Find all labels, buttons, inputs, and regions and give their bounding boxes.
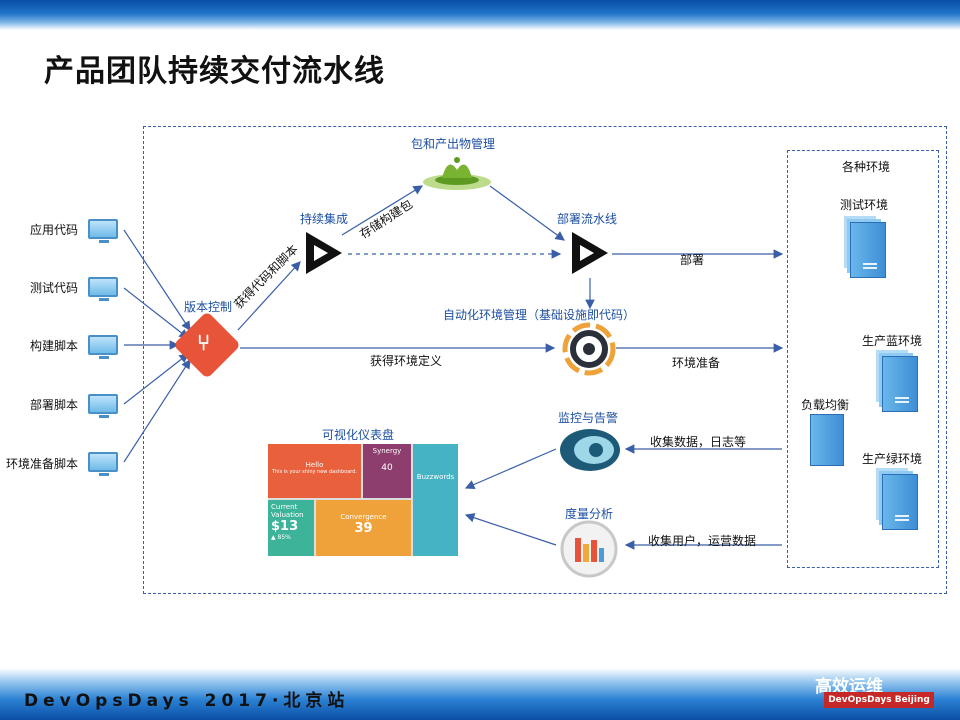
environments-frame <box>787 150 939 568</box>
server-stack-icon <box>882 356 918 412</box>
bottom-banner <box>0 668 960 720</box>
input-label-env-script: 环境准备脚本 <box>6 457 79 471</box>
monitor-icon <box>88 219 118 243</box>
dash-tile-title: Convergence <box>340 513 387 521</box>
monitoring-label: 监控与告警 <box>558 411 619 425</box>
server-stack-icon <box>850 222 886 278</box>
dash-tile-synergy: Synergy 40 <box>363 444 411 498</box>
monitor-icon <box>88 452 118 476</box>
pipeline-frame <box>143 126 947 594</box>
edge-label-deploy: 部署 <box>680 253 705 267</box>
dash-tile-change: ▲ 85% <box>271 534 291 541</box>
dash-tile-title: Current Valuation <box>271 503 304 519</box>
dash-tile-value: 39 <box>354 521 373 536</box>
deploy-pipeline-label: 部署流水线 <box>557 212 618 226</box>
edge-label-env-prep: 环境准备 <box>672 356 721 370</box>
env-lb-label: 负载均衡 <box>801 398 850 412</box>
edge-label-get-env-def: 获得环境定义 <box>370 354 443 368</box>
env-green-label: 生产绿环境 <box>862 452 923 466</box>
bar-chart-icon <box>560 520 618 578</box>
arrow-to-ci <box>237 261 301 331</box>
input-label-test-code: 测试代码 <box>30 281 79 295</box>
arrow-env-script <box>123 358 191 463</box>
load-balancer-icon <box>810 414 844 466</box>
arrow-monitor-to-dash <box>464 448 557 490</box>
dash-tile-value: 40 <box>381 463 393 473</box>
monitor-icon <box>88 277 118 301</box>
arrow-artifacts-to-deploy <box>489 185 565 241</box>
deploy-play-icon <box>572 232 608 274</box>
input-label-build-script: 构建脚本 <box>30 339 79 353</box>
env-mgmt-icon <box>562 322 616 376</box>
dash-tile-title: Hello <box>305 461 324 469</box>
splash-icon <box>423 157 491 190</box>
edge-label-collect-logs: 收集数据，日志等 <box>650 435 747 449</box>
arrow-app-code <box>123 229 191 332</box>
ci-play-icon <box>306 232 342 274</box>
dash-tile-valuation: Current Valuation $13 ▲ 85% <box>268 500 314 556</box>
event-badge: DevOpsDays Beijing <box>824 692 934 708</box>
metrics-label: 度量分析 <box>565 507 614 521</box>
arrow-to-artifacts <box>341 185 424 236</box>
env-test-label: 测试环境 <box>840 198 889 212</box>
dash-tile-title: Synergy <box>372 447 402 455</box>
arrow-deploy-script <box>123 353 189 405</box>
version-control-label: 版本控制 <box>184 300 233 314</box>
env-header: 各种环境 <box>842 160 891 174</box>
dash-tile-subtitle: This is your shiny new dashboard. <box>271 469 358 475</box>
arrow-metrics-to-dash <box>464 513 557 546</box>
monitor-icon <box>88 394 118 418</box>
artifact-label: 包和产出物管理 <box>411 137 496 151</box>
page-title: 产品团队持续交付流水线 <box>44 54 385 89</box>
input-label-deploy-script: 部署脚本 <box>30 398 79 412</box>
dash-tile-buzzwords: Buzzwords <box>413 444 458 556</box>
dash-tile-title: Buzzwords <box>416 473 455 481</box>
eye-icon <box>560 429 620 471</box>
env-blue-label: 生产蓝环境 <box>862 334 923 348</box>
edge-label-collect-ops: 收集用户，运营数据 <box>648 534 757 548</box>
arrow-test-code <box>123 287 189 339</box>
dash-tile-value: $13 <box>271 519 299 534</box>
dash-tile-convergence: Convergence 39 <box>316 500 411 556</box>
monitor-icon <box>88 335 118 359</box>
top-banner <box>0 0 960 30</box>
git-branch-icon: ⑂ <box>197 331 211 356</box>
server-stack-icon <box>882 474 918 530</box>
ci-label: 持续集成 <box>300 212 349 226</box>
dashboard-thumbnail: Hello This is your shiny new dashboard. … <box>268 444 458 556</box>
footer-event: DevOpsDays 2017·北京站 <box>24 691 350 711</box>
env-mgmt-label: 自动化环境管理（基础设施即代码） <box>443 308 636 322</box>
dash-tile-hello: Hello This is your shiny new dashboard. <box>268 444 361 498</box>
input-label-app-code: 应用代码 <box>30 223 79 237</box>
dashboard-label: 可视化仪表盘 <box>322 428 395 442</box>
